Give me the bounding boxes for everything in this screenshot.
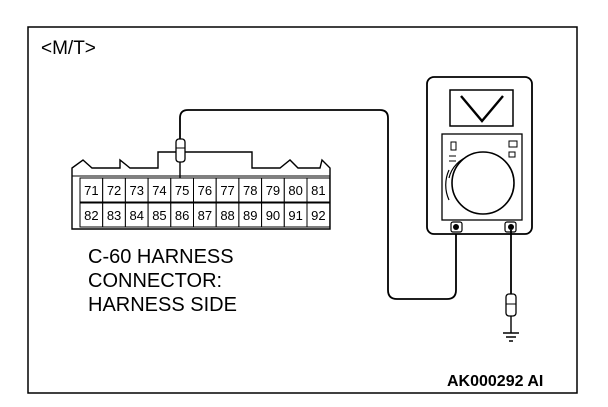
probe-lead-wire <box>179 109 457 300</box>
pin-number: 76 <box>198 183 212 198</box>
pin-number: 80 <box>288 183 302 198</box>
meter-jack-positive <box>453 224 459 230</box>
figure-id: AK000292 AI <box>447 373 543 390</box>
selector-dial <box>451 151 515 215</box>
connector-caption-line-3: HARNESS SIDE <box>88 294 237 316</box>
pin-cell <box>306 202 331 228</box>
pin-number: 73 <box>130 183 144 198</box>
pin-number: 78 <box>243 183 257 198</box>
multimeter <box>426 76 533 235</box>
pin-cell <box>306 177 331 203</box>
pin-number: 71 <box>84 183 98 198</box>
pin-number: 85 <box>152 208 166 223</box>
pin-number: 91 <box>288 208 302 223</box>
ground-icon <box>503 332 519 342</box>
diagram-frame <box>27 26 578 394</box>
test-probe <box>175 138 186 178</box>
pin-number: 79 <box>266 183 280 198</box>
pin-number: 82 <box>84 208 98 223</box>
connector-caption-line-2: CONNECTOR: <box>88 270 222 292</box>
variant-label: <M/T> <box>41 38 96 59</box>
pin-number: 92 <box>311 208 325 223</box>
pin-number: 84 <box>130 208 144 223</box>
voltage-v-icon <box>460 95 504 123</box>
harness-connector: 71 72 73 74 75 76 77 78 79 80 81 82 83 84 85 86 87 88 89 90… <box>71 151 331 230</box>
pin-number: 83 <box>107 208 121 223</box>
pin-number: 72 <box>107 183 121 198</box>
pin-number: 88 <box>220 208 234 223</box>
pin-number: 89 <box>243 208 257 223</box>
pin-number: 90 <box>266 208 280 223</box>
pin-number: 87 <box>198 208 212 223</box>
ground-lead <box>505 230 517 333</box>
pin-number: 81 <box>311 183 325 198</box>
meter-jack-common <box>508 224 514 230</box>
pin-number: 77 <box>220 183 234 198</box>
pin-number: 74 <box>152 183 166 198</box>
pin-number: 86 <box>175 208 189 223</box>
pin-number: 75 <box>175 183 189 198</box>
connector-caption-line-1: C-60 HARNESS <box>88 246 234 268</box>
